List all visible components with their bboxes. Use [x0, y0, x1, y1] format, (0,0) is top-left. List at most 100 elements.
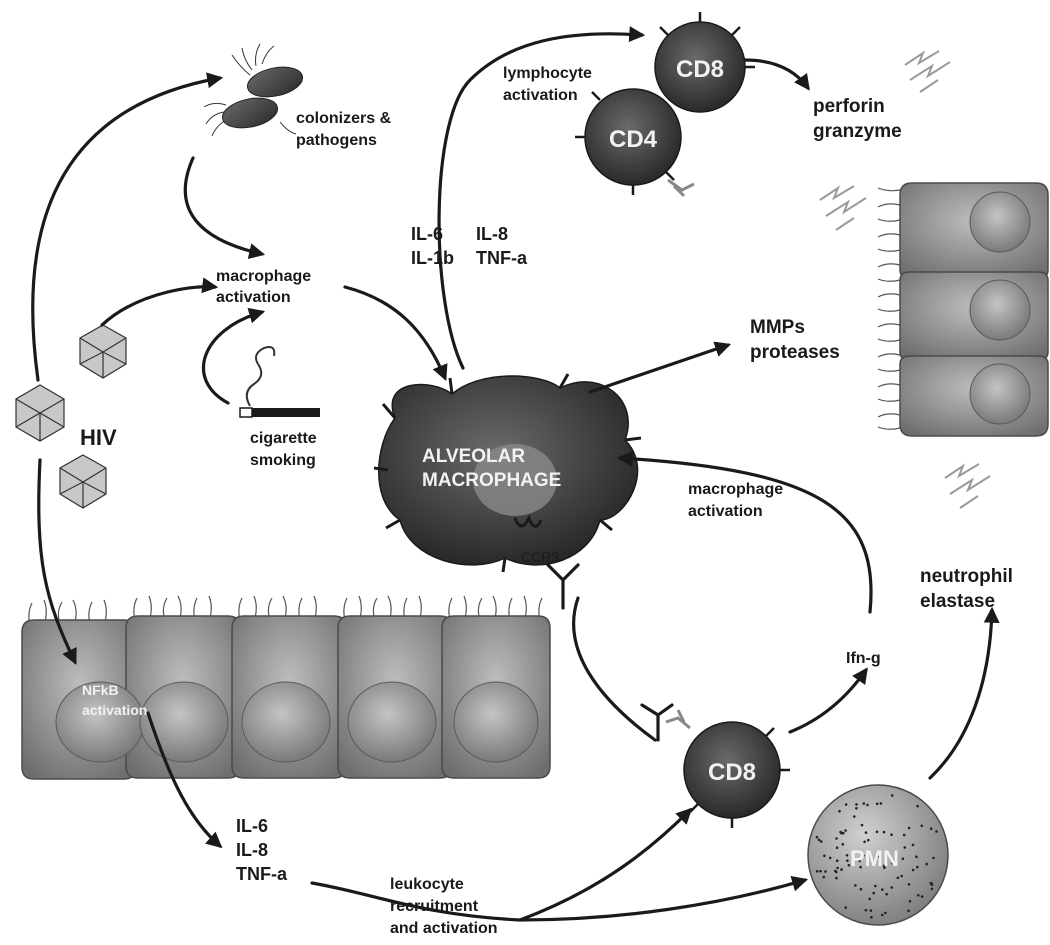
tnfa-label-mid: TNF-a [476, 248, 528, 268]
pmn-granule [867, 838, 870, 842]
granzyme-label: granzyme [813, 121, 902, 142]
pmn-label: PMN [850, 846, 899, 871]
pmn-granule [916, 804, 919, 808]
pmn-granule [881, 888, 884, 891]
pmn-granule [932, 856, 935, 860]
macrophage-activation-right-line1: macrophage [688, 481, 783, 498]
pmn-granule [874, 884, 877, 888]
alveolar-label: ALVEOLAR [422, 446, 525, 467]
pmn-granule [881, 913, 884, 917]
pmn-granule [822, 875, 825, 879]
right-nucleus-2 [969, 279, 1031, 341]
pmn-granule [828, 856, 832, 860]
macrophage-activation-top-line1: macrophage [216, 268, 311, 285]
nfkb-label-line2: activation [82, 702, 147, 718]
cd4-cell [575, 88, 695, 198]
pmn-granule [844, 803, 848, 806]
epithelial-cells-right [877, 182, 1049, 437]
pmn-granule [935, 830, 938, 833]
pmn-granule [835, 837, 838, 840]
pmn-granule [815, 870, 819, 873]
pmn-granule [907, 909, 910, 913]
pmn-granule [838, 809, 841, 813]
pmn-granule [885, 892, 888, 896]
pmn-granule [815, 835, 819, 839]
pmn-granule [864, 908, 868, 912]
pmn-granule [836, 866, 839, 870]
pmn-granule [854, 884, 857, 887]
pmn-granule [890, 794, 894, 797]
pmn-granule [902, 833, 906, 837]
pmn-granule [929, 827, 933, 830]
pmn-granule [858, 859, 861, 863]
pmn-granule [844, 829, 847, 832]
pmn-granule [859, 887, 863, 891]
il8-label-mid: IL-8 [476, 224, 508, 244]
pmn-granule [846, 859, 849, 862]
nfkb-label-line1: NFkB [82, 682, 119, 698]
epithelial-cells-bottom [21, 595, 551, 780]
ifn-g-label: Ifn-g [846, 650, 881, 667]
pmn-granule [883, 866, 886, 870]
pmn-granule [819, 869, 822, 873]
pmn-granule [908, 900, 912, 903]
pmn-granule [867, 850, 870, 853]
pmn-granule [884, 858, 888, 861]
right-nucleus-1 [969, 191, 1031, 253]
pmn-granule [884, 911, 887, 915]
leukocyte-label-line2: recruitment [390, 898, 479, 915]
pmn-granule [872, 891, 875, 895]
cd4-label: CD4 [609, 126, 658, 153]
pmn-granule [875, 802, 879, 806]
pmn-granule [862, 802, 866, 805]
pmn-granule [835, 846, 839, 849]
cigarette-icon [239, 346, 320, 418]
right-nucleus-3 [969, 363, 1031, 425]
pmn-granule [911, 843, 915, 847]
pmn-granule [907, 883, 911, 886]
pmn-granule [866, 803, 869, 807]
pathway-arrows [31, 26, 1000, 922]
macrophage-activation-right-line2: activation [688, 503, 763, 520]
lymphocyte-activation-line2: activation [503, 87, 578, 104]
pmn-granule [891, 862, 894, 865]
colonizers-label-line2: pathogens [296, 132, 377, 149]
pmn-granule [915, 855, 918, 858]
elastase-label: elastase [920, 591, 995, 612]
hiv-virus-3 [59, 454, 107, 509]
cd8-top-cell [654, 12, 755, 113]
pmn-granule [844, 906, 847, 909]
pmn-granule [862, 854, 865, 857]
bacteria-icon [203, 43, 304, 137]
cigarette-label-line2: smoking [250, 452, 316, 469]
pmn-granule [890, 833, 893, 836]
pmn-granule [855, 807, 858, 810]
pmn-granule [841, 843, 845, 846]
pmn-granule [823, 854, 826, 858]
leukocyte-label-line3: and activation [390, 920, 498, 937]
pmn-granule [868, 897, 871, 901]
alveolar-macrophage-cell [373, 373, 642, 573]
macrophage-label: MACROPHAGE [422, 470, 561, 491]
pmn-granule [859, 865, 862, 869]
pmn-granule [864, 831, 868, 834]
il1b-label-mid: IL-1b [411, 248, 454, 268]
pmn-granule [896, 876, 900, 880]
pmn-granule [853, 815, 856, 818]
pmn-granule [882, 864, 886, 868]
cd8-bottom-label: CD8 [708, 759, 756, 786]
pmn-granule [847, 864, 851, 867]
pmn-granule [835, 870, 838, 874]
labels: colonizers & pathogens macrophage activa… [80, 56, 1013, 937]
nucleus-3 [241, 681, 331, 763]
il6-label-mid: IL-6 [411, 224, 443, 244]
damage-zigzag-icons [819, 50, 991, 509]
neutrophil-label: neutrophil [920, 566, 1013, 587]
leukocyte-label-line1: leukocyte [390, 876, 464, 893]
pmn-granule [925, 862, 928, 866]
pmn-granule [875, 830, 879, 834]
pmn-granule [929, 881, 933, 885]
pmn-granule [870, 915, 873, 919]
pmn-granule [835, 859, 839, 862]
pmn-granule [824, 870, 827, 873]
